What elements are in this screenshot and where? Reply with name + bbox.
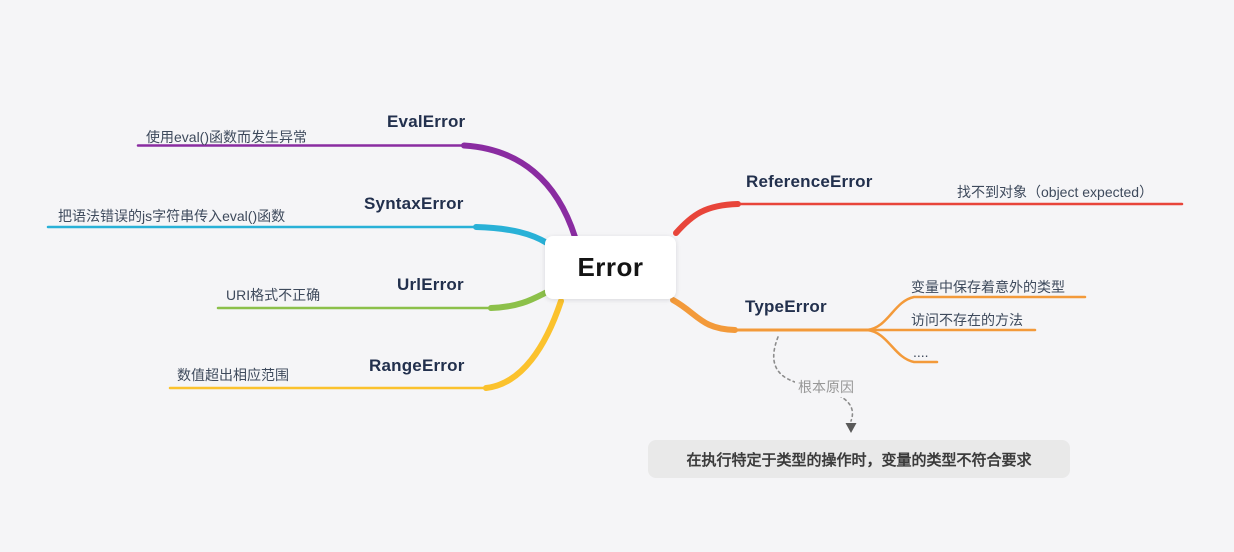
branch-line-rangeerror <box>168 298 564 391</box>
subtopic-typeerror-3[interactable]: .... <box>913 344 929 360</box>
branch-line-typeerror <box>670 295 1087 364</box>
note-urlerror[interactable]: URI格式不正确 <box>226 287 321 303</box>
note-evalerror[interactable]: 使用eval()函数而发生异常 <box>146 129 308 145</box>
topic-syntaxerror[interactable]: SyntaxError <box>364 194 464 213</box>
note-rangeerror[interactable]: 数值超出相应范围 <box>177 367 289 383</box>
branch-line-referenceerror <box>673 201 1184 236</box>
center-topic-label: Error <box>577 252 644 282</box>
topic-referenceerror[interactable]: ReferenceError <box>746 172 873 191</box>
topic-rangeerror[interactable]: RangeError <box>369 356 465 375</box>
branch-line-evalerror <box>136 142 578 240</box>
note-referenceerror[interactable]: 找不到对象（object expected） <box>957 184 1154 200</box>
subtopic-typeerror-1[interactable]: 变量中保存着意外的类型 <box>911 279 1065 295</box>
topic-urlerror[interactable]: UrlError <box>397 275 464 294</box>
callout-root-cause[interactable]: 在执行特定于类型的操作时，变量的类型不符合要求 <box>648 440 1070 478</box>
branch-line-urlerror <box>216 289 550 311</box>
topic-typeerror[interactable]: TypeError <box>745 297 827 316</box>
subtopic-typeerror-2[interactable]: 访问不存在的方法 <box>911 312 1023 328</box>
note-syntaxerror[interactable]: 把语法错误的js字符串传入eval()函数 <box>58 208 286 224</box>
callout-text: 在执行特定于类型的操作时，变量的类型不符合要求 <box>686 451 1032 469</box>
relation-label[interactable]: 根本原因 <box>795 377 857 397</box>
branch-line-syntaxerror <box>46 224 550 246</box>
topic-evalerror[interactable]: EvalError <box>387 112 466 131</box>
center-topic-error[interactable]: Error <box>545 236 676 299</box>
